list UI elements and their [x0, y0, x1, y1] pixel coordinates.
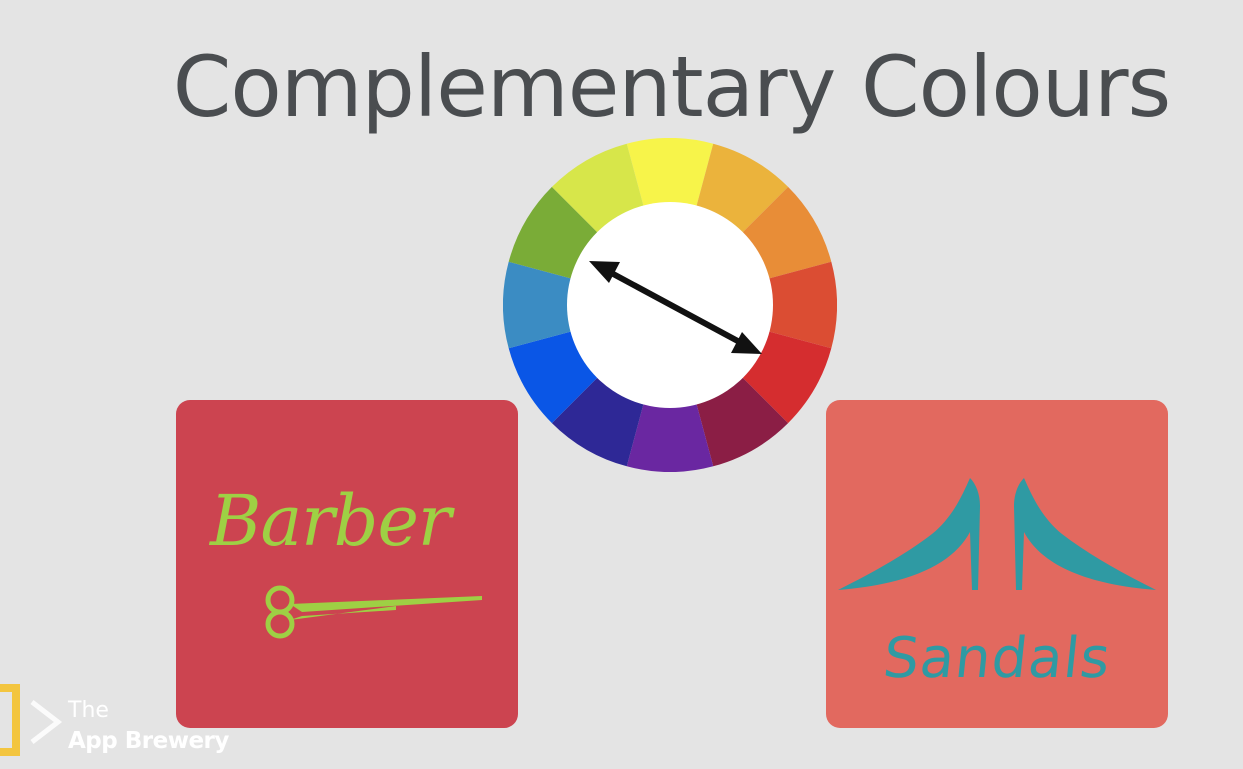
brand-the: The: [68, 698, 109, 723]
wheel-segment: [695, 375, 789, 467]
barber-logo-text: Barber: [210, 480, 451, 562]
scissors-icon: [265, 585, 482, 639]
brackets-logo-icon: [0, 684, 63, 756]
wheel-segment: [508, 186, 600, 280]
wheel-segment: [626, 138, 714, 209]
wheel-segment: [551, 375, 645, 467]
wheel-segment: [766, 261, 837, 349]
slide-title: Complementary Colours: [172, 38, 1172, 136]
wheel-segment: [503, 261, 574, 349]
sandals-logo-text: Sandals: [880, 626, 1114, 691]
sandals-logo-card: Sandals: [826, 400, 1168, 728]
wheel-segment: [740, 330, 832, 424]
high-heel-shoes-icon: [838, 478, 1156, 590]
wheel-segment: [626, 401, 714, 472]
color-wheel-graphic: [503, 138, 837, 472]
wheel-segments: [503, 138, 837, 472]
app-brewery-watermark: The App Brewery: [0, 672, 260, 769]
wheel-segment: [551, 143, 645, 235]
wheel-segment: [695, 143, 789, 235]
brand-name: App Brewery: [68, 728, 229, 754]
barber-logo-card: Barber: [176, 400, 518, 728]
wheel-segment: [508, 330, 600, 424]
wheel-segment: [740, 186, 832, 280]
color-wheel: [503, 138, 837, 472]
complement-arrow-icon: [589, 261, 762, 354]
